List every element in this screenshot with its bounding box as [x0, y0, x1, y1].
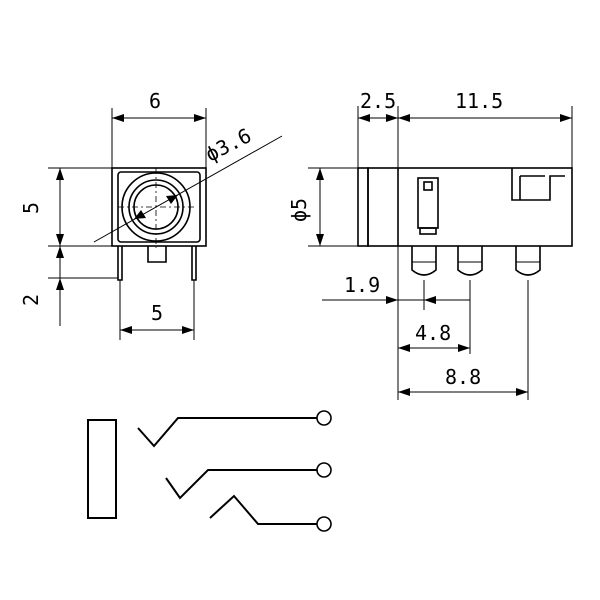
dim-pin-2: 4.8 [415, 321, 451, 345]
dim-front-width: 6 [149, 89, 161, 113]
front-body-outline [111, 167, 207, 247]
dim-body-length: 11.5 [455, 89, 503, 113]
dim-hole-diameter: ϕ3.6 [201, 123, 255, 166]
front-pin-right [191, 246, 197, 281]
dim-barrel-diameter: ϕ5 [287, 198, 311, 222]
hole-leader-line [93, 135, 283, 243]
side-rear-notch [511, 168, 565, 201]
side-body [367, 167, 573, 247]
side-view: 2.5 11.5 ϕ5 1.9 4.8 8.8 [287, 89, 573, 400]
dim-front-length: 2.5 [360, 89, 396, 113]
dim-pin-offset: 2 [19, 294, 43, 306]
dim-front-height: 5 [19, 202, 43, 214]
side-pin-3 [515, 246, 541, 276]
switch-contact [165, 469, 318, 500]
front-bezel [117, 171, 201, 243]
schematic-symbol [87, 410, 332, 532]
sleeve-contact [209, 494, 318, 525]
terminal-2 [316, 462, 332, 478]
front-view: 6 ϕ3.6 5 2 5 [19, 89, 283, 340]
terminal-3 [316, 516, 332, 532]
side-pin-2 [457, 246, 483, 276]
terminal-1 [316, 410, 332, 426]
dim-pin-spacing: 5 [151, 301, 163, 325]
side-pin-1 [411, 246, 437, 276]
front-bottom-tab [147, 246, 167, 263]
dim-pin-3: 8.8 [445, 365, 481, 389]
front-pin-left [117, 246, 123, 281]
jack-sleeve-block [87, 419, 117, 519]
side-barrel-front [357, 167, 369, 247]
side-latch-window [417, 177, 439, 229]
tip-contact [137, 417, 318, 448]
dim-pin-1: 1.9 [344, 273, 380, 297]
